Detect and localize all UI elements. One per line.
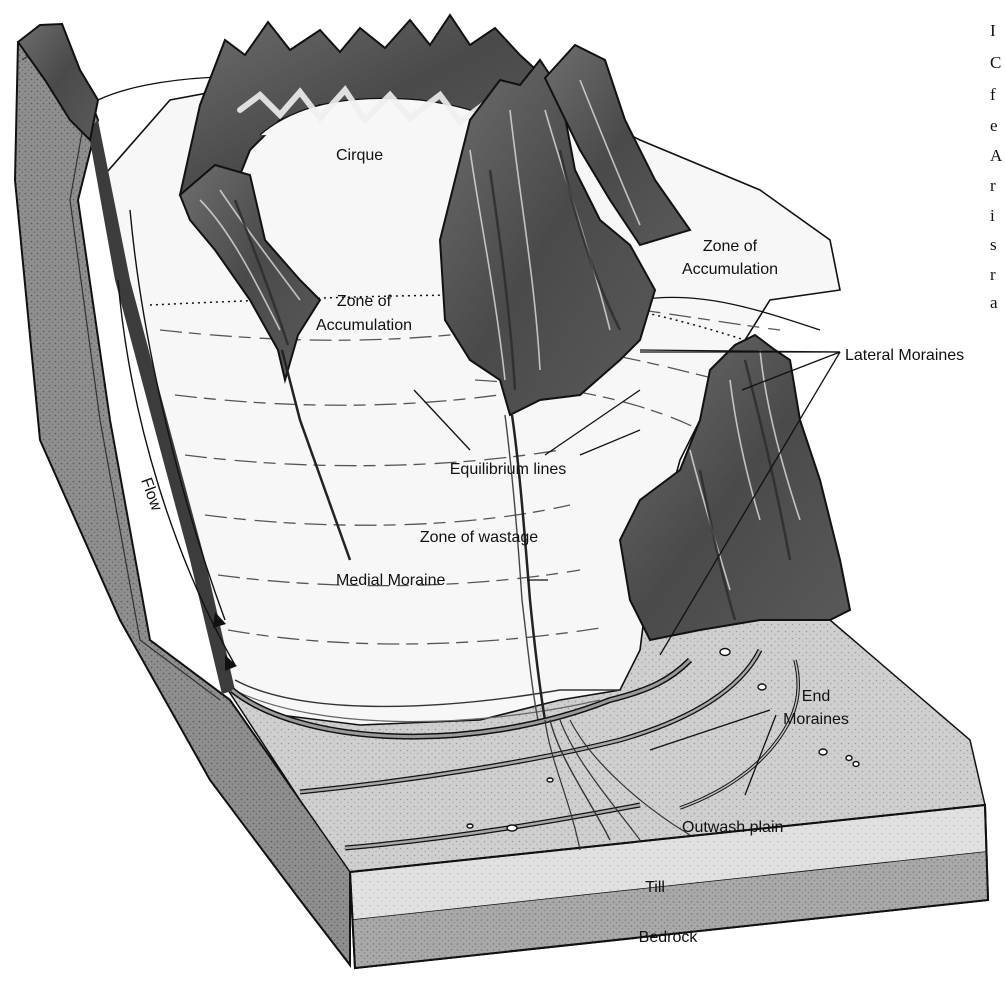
margin-char: s	[990, 235, 997, 254]
equilibrium-lines-label: Equilibrium lines	[450, 461, 567, 478]
margin-char: r	[990, 265, 996, 284]
zone-of-accumulation-right-line1: Zone of	[703, 238, 758, 255]
lateral-moraines-label: Lateral Moraines	[845, 347, 964, 364]
zone-of-accumulation-left-line1: Zone of	[337, 293, 392, 310]
margin-char: r	[990, 176, 996, 195]
margin-char: f	[990, 85, 996, 104]
margin-char: C	[990, 53, 1001, 72]
cropped-margin-text: I C f e A r i s r a	[990, 21, 1003, 312]
till-label: Till	[645, 879, 665, 896]
margin-char: A	[990, 146, 1003, 165]
bedrock-label: Bedrock	[639, 929, 699, 946]
margin-char: I	[990, 21, 996, 40]
end-moraines-line2: Moraines	[783, 711, 849, 728]
zone-of-accumulation-left-line2: Accumulation	[316, 317, 412, 334]
flow-label: Flow	[137, 476, 165, 514]
margin-char: e	[990, 116, 998, 135]
end-moraines-line1: End	[802, 688, 830, 705]
zone-of-wastage-label: Zone of wastage	[420, 529, 538, 546]
margin-char: i	[990, 206, 995, 225]
cirque-label: Cirque	[336, 147, 383, 164]
medial-moraine-label: Medial Moraine	[336, 572, 445, 589]
zone-of-accumulation-right-line2: Accumulation	[682, 261, 778, 278]
margin-char: a	[990, 293, 998, 312]
outwash-plain-label: Outwash plain	[682, 819, 783, 836]
